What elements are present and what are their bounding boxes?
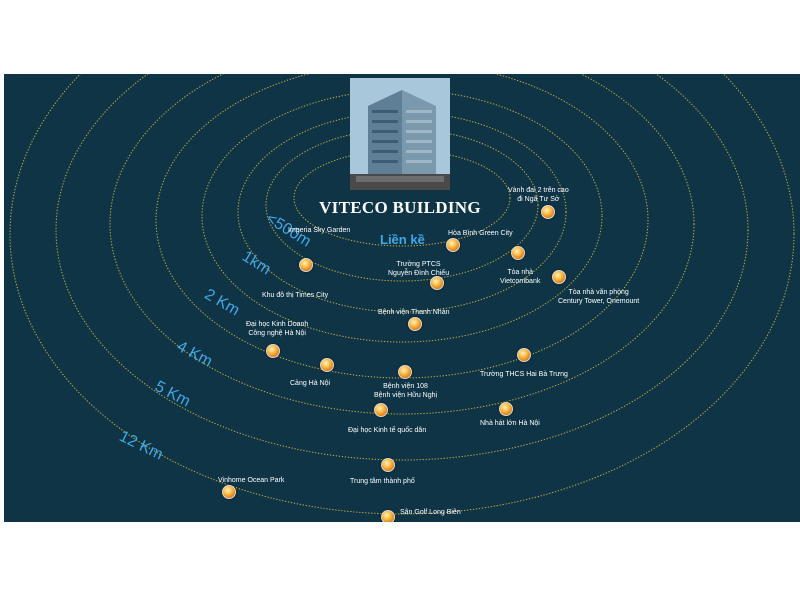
ring-1: [293, 149, 511, 247]
place-label-hospital-108: Bệnh viện 108 Bệnh viện Hữu Nghị: [374, 383, 438, 399]
ring-6: [109, 74, 695, 415]
marker-vietcombank-area[interactable]: [511, 246, 525, 260]
ring-5: [155, 74, 649, 379]
building-image: [350, 78, 450, 190]
place-label-century: Tòa nhà văn phòng Century Tower, Onemoun…: [558, 289, 640, 305]
ring-8: [9, 74, 795, 515]
place-label-vinhome: Vinhome Ocean Park: [218, 477, 285, 484]
place-label-opera: Nhà hát lớn Hà Nội: [480, 420, 540, 427]
marker-century[interactable]: [552, 270, 566, 284]
place-label-thanh-nhan: Bệnh viện Thanh Nhàn: [378, 309, 450, 316]
place-label-ktqd: Đại học Kinh tế quốc dân: [348, 427, 427, 434]
place-label-golf: Sân Golf Long Biên: [400, 509, 461, 516]
marker-opera[interactable]: [499, 402, 513, 416]
marker-hospital-108[interactable]: [398, 365, 412, 379]
marker-ptcs[interactable]: [430, 276, 444, 290]
place-label-imperia: Imperia Sky Garden: [288, 227, 351, 234]
marker-kinh-doanh[interactable]: [266, 344, 280, 358]
marker-center[interactable]: [381, 458, 395, 472]
place-label-vietcombank: Tòa nhà Vietcombank: [500, 269, 541, 285]
marker-ktqd[interactable]: [374, 403, 388, 417]
marker-ring-road[interactable]: [541, 205, 555, 219]
place-label-kinh-doanh: Đại học Kinh Doanh Công nghệ Hà Nội: [246, 321, 309, 337]
place-label-ring-road: Vành đai 2 trên cao đi Ngã Tư Sở: [508, 187, 569, 203]
place-label-center: Trung tâm thành phố: [350, 478, 415, 485]
place-label-cang: Cảng Hà Nội: [290, 380, 331, 387]
marker-imperia[interactable]: [299, 258, 313, 272]
ring-7: [55, 74, 749, 461]
place-label-hoa-binh: Hòa Bình Green City: [448, 230, 513, 237]
building-title: VITECO BUILDING: [319, 198, 481, 217]
place-label-ptcs: Trường PTCS Nguyễn Đình Chiểu: [388, 261, 450, 277]
map-panel: VITECO BUILDING Liền kề <500m 1km 2 Km 4…: [4, 74, 800, 522]
place-label-thcs: Trường THCS Hai Bà Trưng: [480, 371, 568, 378]
ring-2: [265, 128, 539, 282]
marker-vinhome[interactable]: [222, 485, 236, 499]
adjacent-label: Liền kề: [380, 232, 425, 247]
marker-golf[interactable]: [381, 510, 395, 522]
marker-thcs[interactable]: [517, 348, 531, 362]
marker-cang[interactable]: [320, 358, 334, 372]
marker-thanh-nhan[interactable]: [408, 317, 422, 331]
marker-hoa-binh[interactable]: [446, 238, 460, 252]
place-label-times-city: Khu đô thị Times City: [262, 292, 329, 299]
building-icon: [350, 78, 450, 190]
